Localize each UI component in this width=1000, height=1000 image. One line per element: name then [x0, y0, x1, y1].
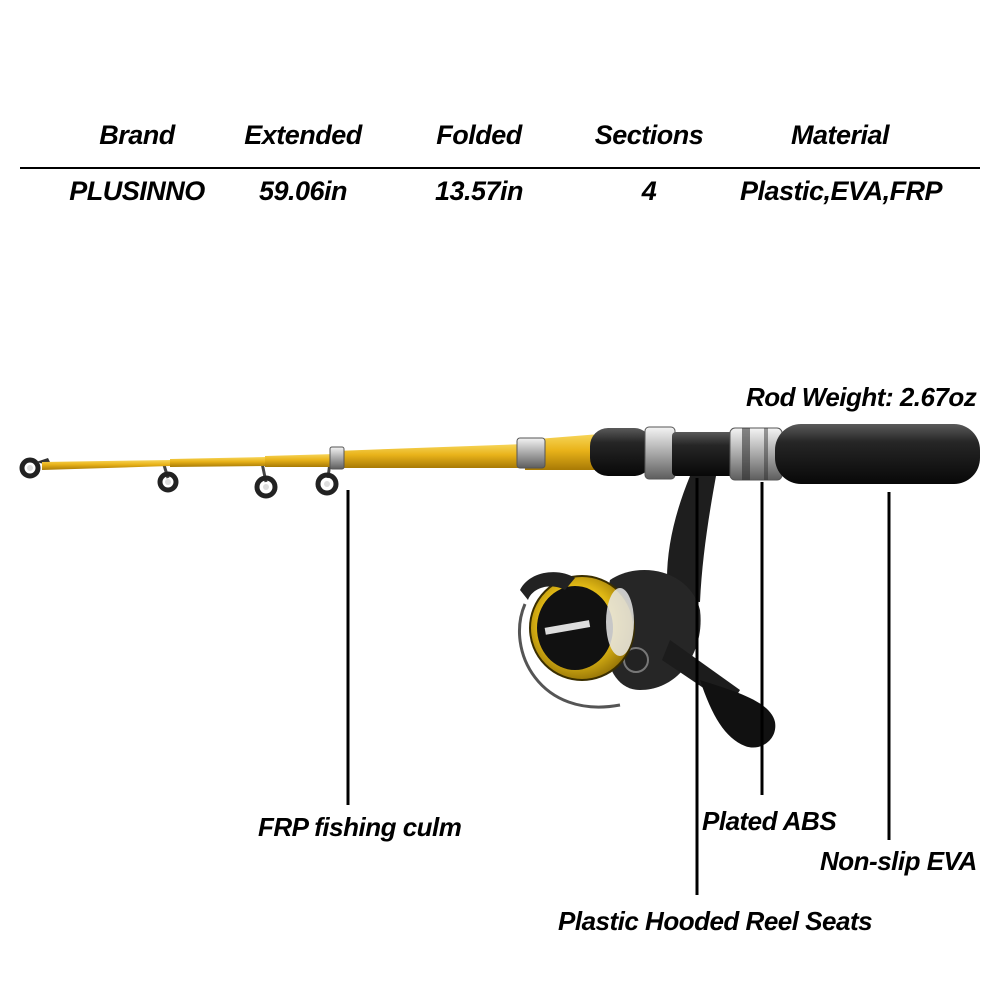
ferrule-rings: [329, 437, 546, 470]
value-sections: 4: [641, 176, 657, 206]
table-divider: [20, 167, 980, 169]
reel-seats-label: Plastic Hooded Reel Seats: [558, 906, 873, 936]
frp-fishing-culm-label: FRP fishing culm: [258, 812, 462, 842]
header-material: Material: [790, 120, 890, 150]
header-sections: Sections: [594, 120, 704, 150]
rod-blank: [42, 434, 600, 470]
callout-lines: [346, 478, 891, 895]
non-slip-eva-label: Non-slip EVA: [820, 846, 977, 876]
value-brand: PLUSINNO: [69, 176, 205, 206]
guide-3: [254, 462, 278, 499]
spec-table: Brand Extended Folded Sections Material …: [0, 0, 1000, 240]
reel-seat: [672, 432, 737, 476]
collar-ring: [644, 426, 676, 480]
value-folded: 13.57in: [434, 176, 524, 206]
header-extended: Extended: [244, 120, 362, 150]
rod-weight-label: Rod Weight: 2.67oz: [746, 382, 977, 412]
foregrip: [590, 428, 652, 476]
header-brand: Brand: [99, 120, 175, 150]
value-material: Plastic,EVA,FRP: [740, 176, 943, 206]
guide-2: [157, 464, 179, 493]
plated-abs-ring: [729, 427, 783, 481]
spinning-reel: [518, 476, 776, 748]
header-folded: Folded: [436, 120, 522, 150]
rod-guides: [19, 457, 339, 499]
plated-abs-label: Plated ABS: [702, 806, 837, 836]
rear-grip: [775, 424, 980, 484]
value-extended: 59.06in: [258, 176, 348, 206]
